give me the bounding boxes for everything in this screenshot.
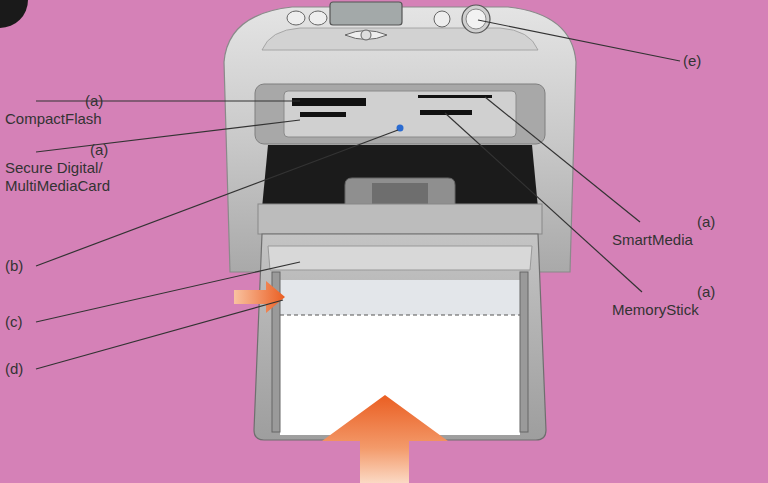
wrap-spacer: [612, 213, 697, 231]
button: [434, 11, 450, 27]
card-slot-panel: [284, 91, 516, 137]
paper-guide: [345, 178, 455, 205]
callout-label: (b): [5, 257, 45, 275]
callout-text: (b): [5, 257, 23, 274]
callout-label: (a) Secure Digital/ MultiMediaCard: [5, 141, 130, 195]
callout-label: (a) MemoryStick: [612, 283, 737, 319]
callout-label: (e): [683, 52, 743, 70]
print-button: [462, 5, 490, 33]
callout-text: (a) Secure Digital/ MultiMediaCard: [5, 141, 110, 194]
tray-back: [258, 204, 542, 234]
step-badge: [0, 0, 28, 28]
callout-label: (d): [5, 360, 45, 378]
callout-text: (a) CompactFlash: [5, 92, 103, 127]
callout-label: (c): [5, 313, 45, 331]
printer-body: [224, 7, 576, 272]
compactflash-slot: [292, 98, 366, 106]
tray-lip: [268, 246, 532, 270]
print-button-top: [466, 9, 486, 29]
tray-side: [520, 272, 528, 432]
callout-text: (c): [5, 313, 23, 330]
arrow-pad: [345, 31, 387, 40]
wrap-spacer: [612, 283, 697, 301]
callout-text: (d): [5, 360, 23, 377]
paper-opening: [262, 145, 538, 208]
paper-edge-dashed: [280, 315, 520, 316]
callout-label: (a) SmartMedia: [612, 213, 737, 249]
button: [287, 11, 305, 25]
paper-inside: [280, 280, 520, 315]
top-panel: [262, 28, 538, 50]
leader-line: [478, 20, 680, 61]
wrap-spacer: [5, 141, 90, 159]
callout-label: (a) CompactFlash: [5, 92, 125, 128]
callout-text: (a) SmartMedia: [612, 213, 715, 248]
wrap-spacer: [5, 92, 85, 110]
front-recess: [255, 84, 545, 144]
callout-text: (e): [683, 52, 701, 69]
leader-line: [36, 100, 300, 101]
smartmedia-slot: [418, 95, 492, 98]
leader-line: [36, 262, 300, 322]
leader-line: [485, 97, 640, 222]
callout-text: (a) MemoryStick: [612, 283, 715, 318]
leader-line: [445, 113, 642, 292]
button: [361, 30, 371, 40]
leader-line: [36, 300, 283, 369]
lcd-screen: [330, 2, 402, 25]
slide-arrow: [234, 281, 285, 313]
leader-lines: [36, 20, 680, 369]
paper-guide-slot: [372, 183, 428, 205]
button: [309, 11, 327, 25]
sd-slot: [300, 112, 346, 117]
load-arrow: [322, 395, 448, 483]
